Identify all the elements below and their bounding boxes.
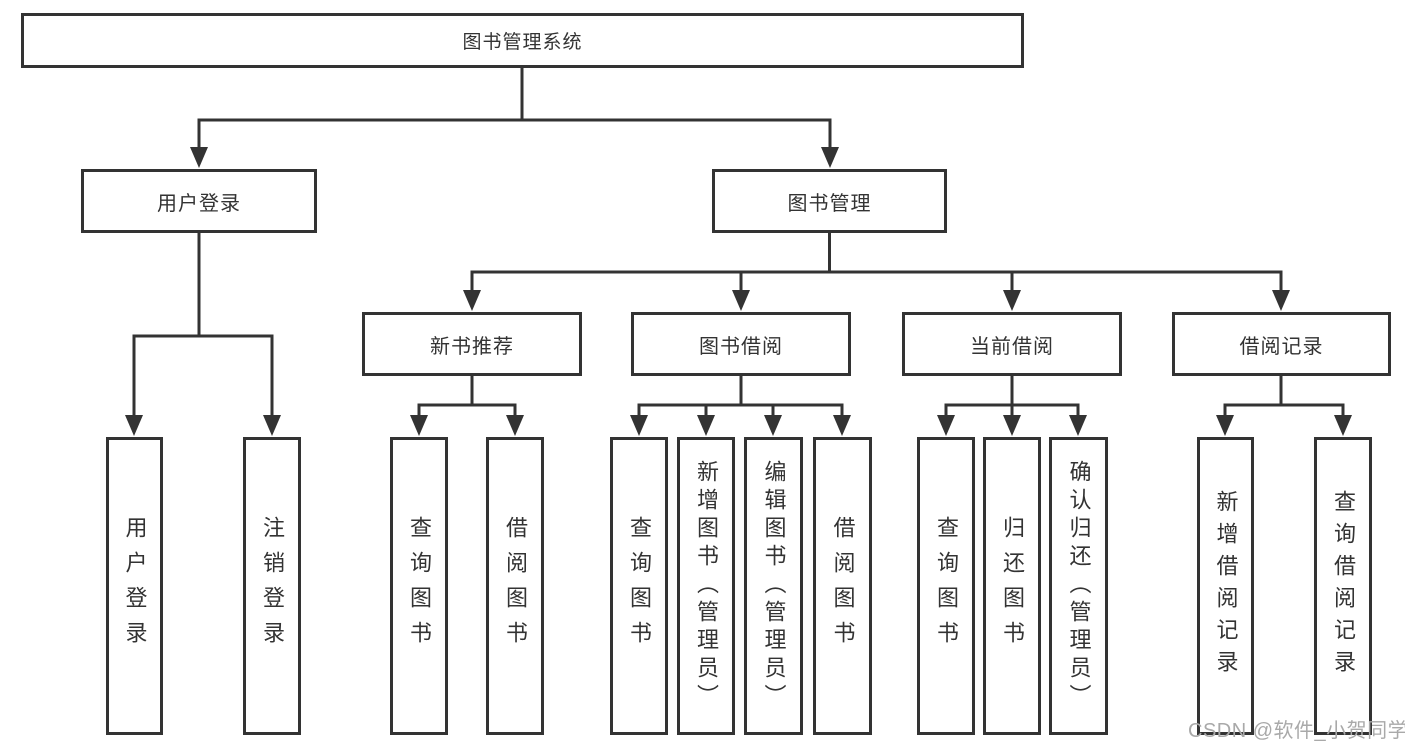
node-label: 图书管理系统 [462, 32, 583, 53]
node-library-management-system: 图书管理系统 [21, 13, 1024, 68]
leaf-records-add-record: 新增借阅记录 [1197, 437, 1254, 735]
node-label: 图书借阅 [699, 335, 783, 358]
node-label: 图书管理 [787, 192, 872, 215]
arrow-down-icon [1069, 415, 1087, 436]
leaf-user-login: 用户登录 [106, 437, 163, 735]
arrow-down-icon [764, 415, 782, 436]
leaf-label: 借阅图书 [503, 516, 528, 656]
leaf-label: 注销登录 [260, 516, 285, 656]
leaf-label: 查询图书 [934, 516, 959, 656]
leaf-recommend-query-book: 查询图书 [390, 437, 448, 735]
node-book-borrow: 图书借阅 [631, 312, 851, 376]
leaf-recommend-borrow-book: 借阅图书 [486, 437, 544, 735]
leaf-current-return-book: 归还图书 [983, 437, 1041, 735]
leaf-label: 新增图书（管理员） [694, 460, 719, 712]
arrow-down-icon [410, 415, 428, 436]
leaf-borrow-edit-book-admin: 编辑图书（管理员） [744, 437, 803, 735]
leaf-current-query-book: 查询图书 [917, 437, 975, 735]
leaf-records-query-record: 查询借阅记录 [1314, 437, 1372, 735]
arrow-down-icon [732, 290, 750, 311]
node-book-management: 图书管理 [712, 169, 947, 233]
arrow-down-icon [190, 147, 208, 168]
arrow-down-icon [1334, 415, 1352, 436]
arrow-down-icon [506, 415, 524, 436]
node-label: 用户登录 [157, 192, 241, 215]
leaf-label: 确认归还（管理员） [1066, 460, 1092, 712]
node-label: 新书推荐 [430, 335, 514, 358]
leaf-label: 查询借阅记录 [1331, 490, 1356, 682]
arrow-down-icon [1216, 415, 1234, 436]
leaf-label: 归还图书 [1000, 516, 1025, 656]
arrow-down-icon [937, 415, 955, 436]
leaf-label: 查询图书 [407, 516, 432, 656]
node-current-borrow: 当前借阅 [902, 312, 1122, 376]
node-new-book-recommend: 新书推荐 [362, 312, 582, 376]
node-label: 当前借阅 [970, 335, 1054, 358]
arrow-down-icon [125, 415, 143, 436]
arrow-down-icon [697, 415, 715, 436]
arrow-down-icon [463, 290, 481, 311]
csdn-watermark: CSDN @软件_小贺同学 [1188, 720, 1405, 742]
leaf-label: 新增借阅记录 [1213, 490, 1239, 682]
connector-lines [132, 68, 1345, 420]
leaf-borrow-add-book-admin: 新增图书（管理员） [677, 437, 735, 735]
arrow-down-icon [1003, 290, 1021, 311]
leaf-borrow-borrow-book: 借阅图书 [813, 437, 872, 735]
arrow-down-icon [1003, 415, 1021, 436]
arrow-down-icon [821, 147, 839, 168]
node-borrow-records: 借阅记录 [1172, 312, 1391, 376]
leaf-logout: 注销登录 [243, 437, 301, 735]
leaf-borrow-query-book: 查询图书 [610, 437, 668, 735]
arrow-down-icon [630, 415, 648, 436]
arrow-down-icon [263, 415, 281, 436]
arrow-down-icon [833, 415, 851, 436]
leaf-label: 编辑图书（管理员） [761, 460, 787, 712]
node-user-login: 用户登录 [81, 169, 317, 233]
leaf-label: 借阅图书 [830, 516, 856, 656]
arrow-down-icon [1272, 290, 1290, 311]
leaf-label: 查询图书 [627, 516, 652, 656]
arrowheads [125, 147, 1352, 436]
leaf-current-confirm-return-admin: 确认归还（管理员） [1049, 437, 1108, 735]
node-label: 借阅记录 [1239, 335, 1324, 358]
leaf-label: 用户登录 [122, 516, 148, 656]
